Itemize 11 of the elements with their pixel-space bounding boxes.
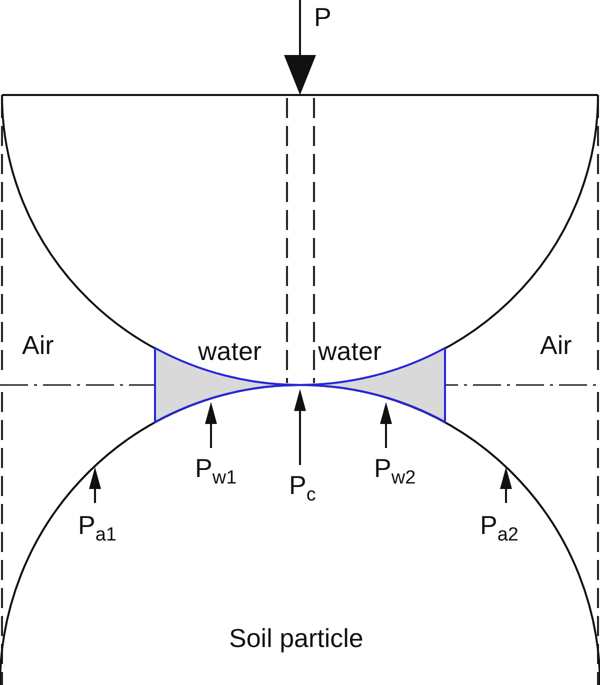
force-label: P$_{a2}$ xyxy=(480,512,518,545)
region-label: Air xyxy=(540,332,572,358)
force-label: P$_{c}$ xyxy=(289,472,316,505)
region-label: water xyxy=(318,338,382,364)
particle-label: Soil particle xyxy=(229,625,364,651)
region-label: Air xyxy=(22,332,54,358)
region-label: water xyxy=(198,338,262,364)
force-label: P xyxy=(314,4,332,30)
force-label: P$_{w2}$ xyxy=(374,455,416,488)
force-label: P$_{w1}$ xyxy=(195,455,237,488)
force-label: P$_{a1}$ xyxy=(78,512,116,545)
